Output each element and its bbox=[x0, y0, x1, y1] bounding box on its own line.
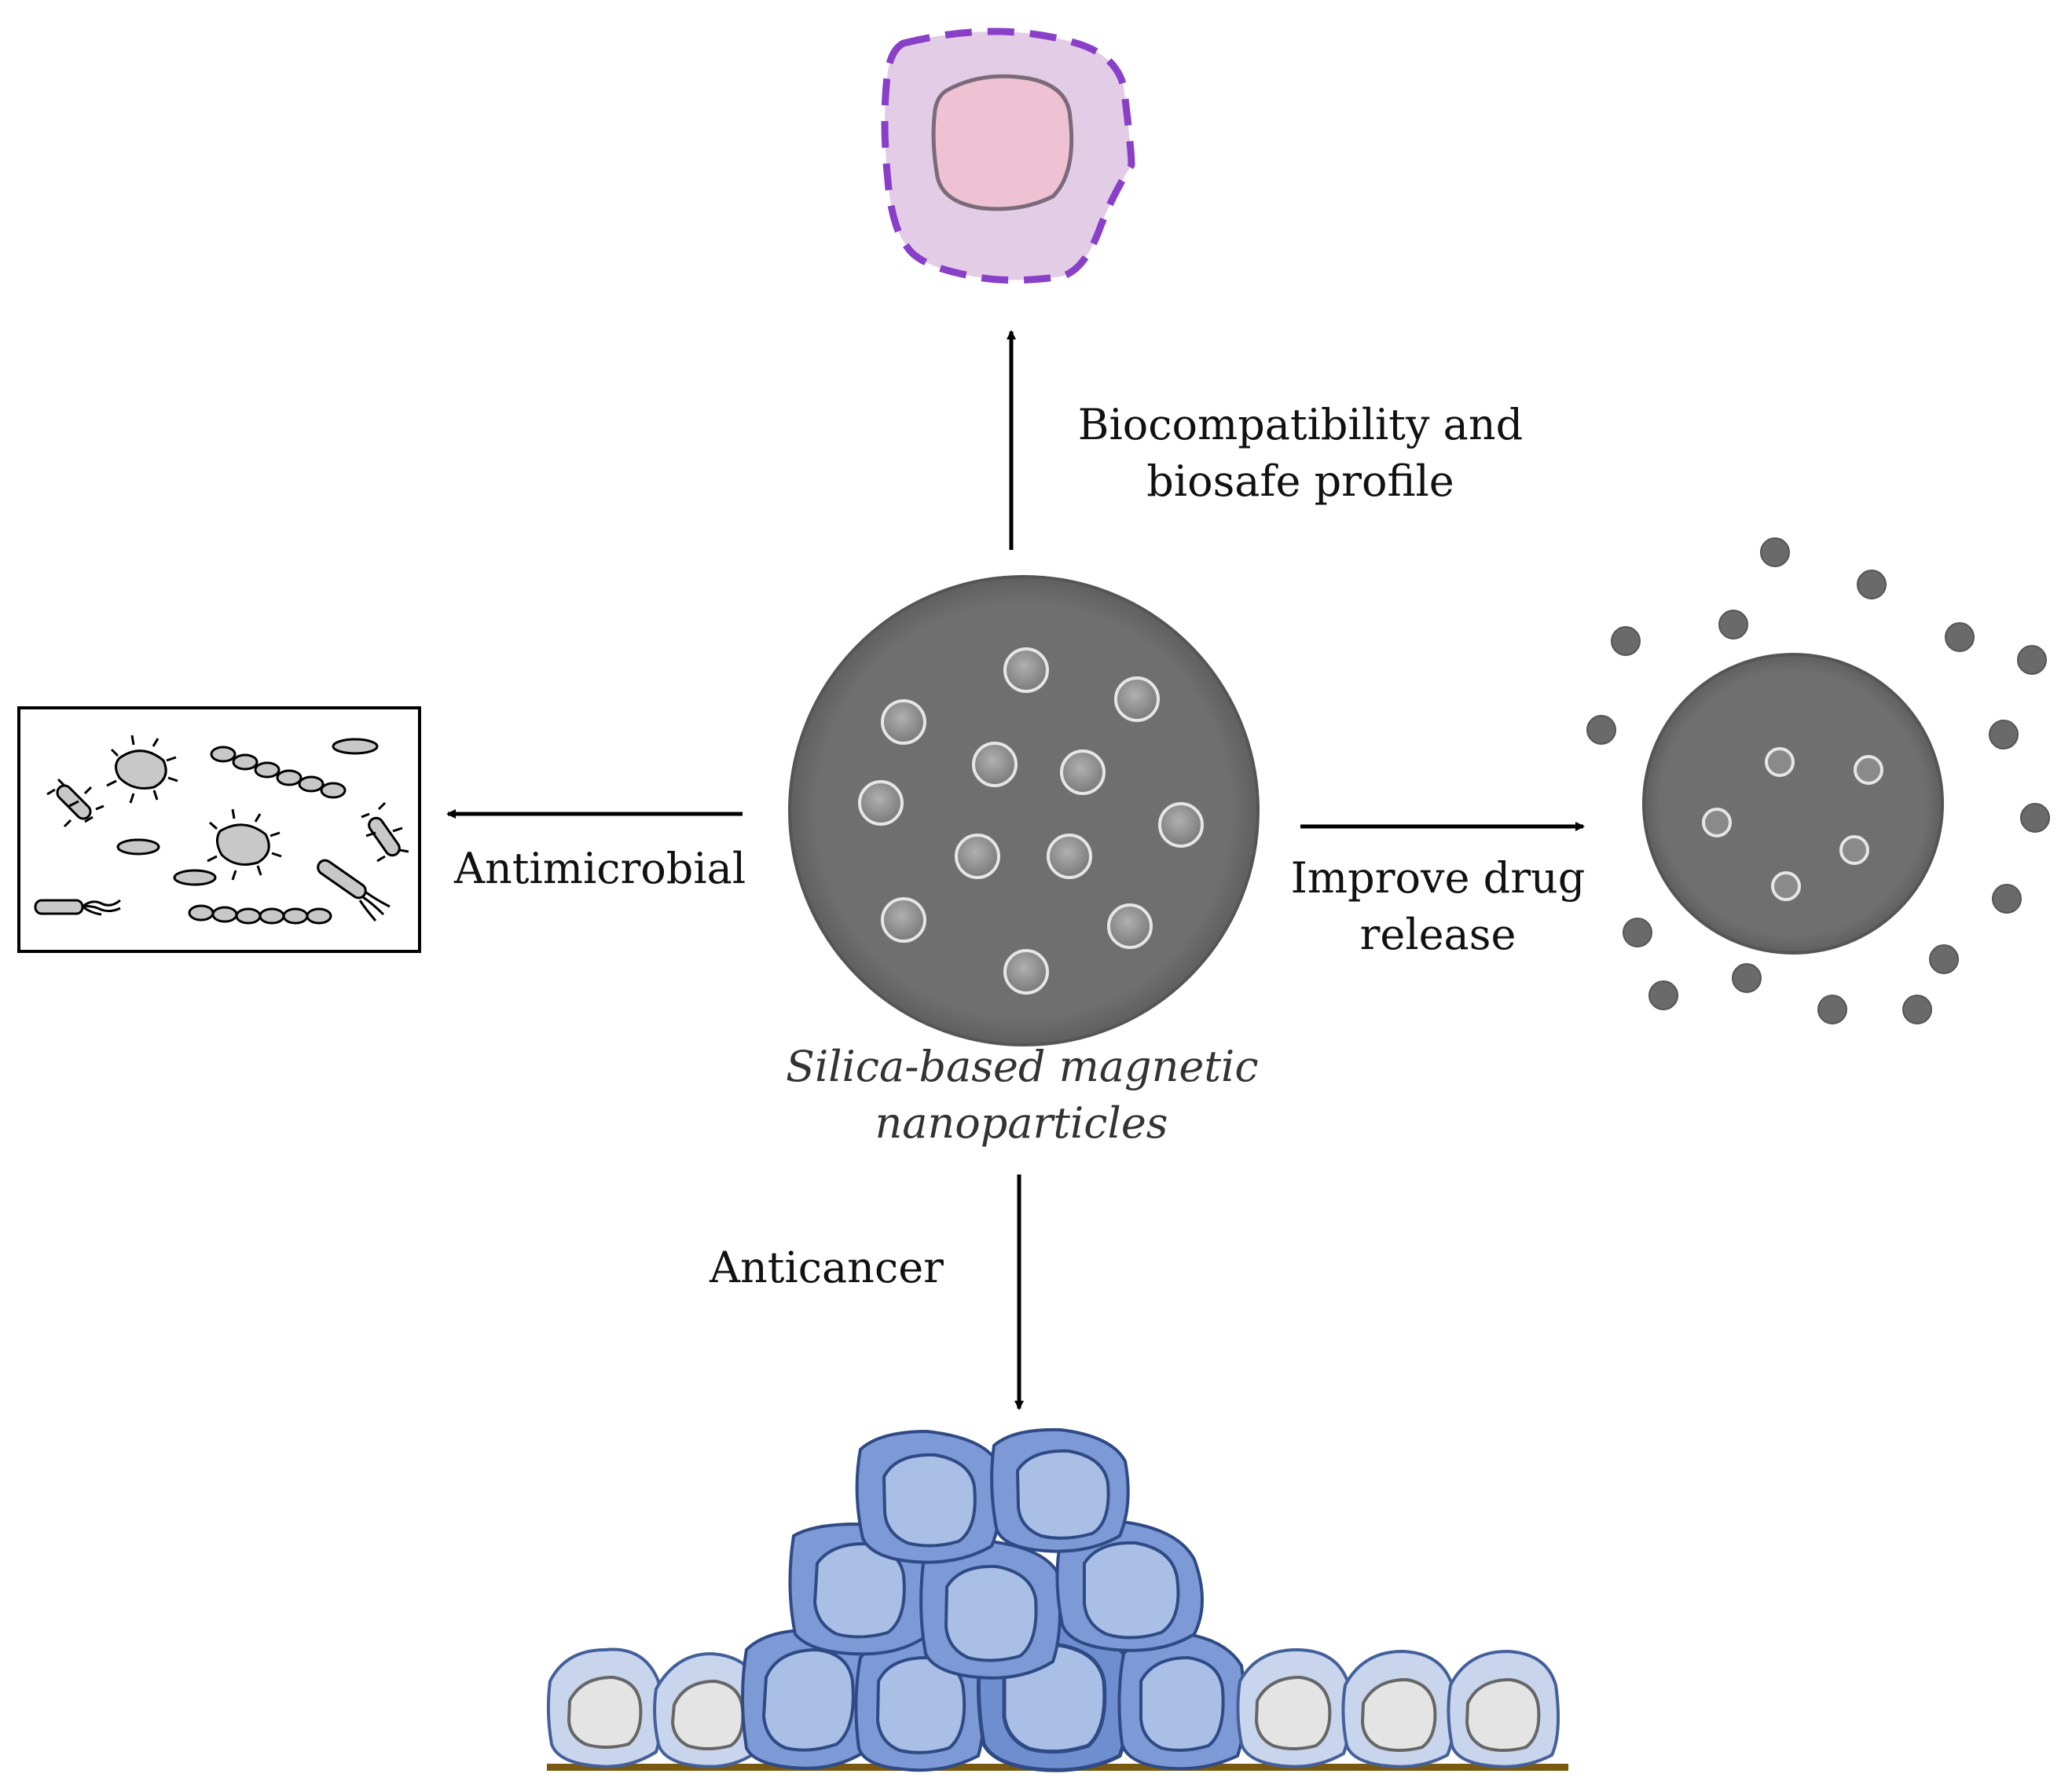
cancer-cell bbox=[741, 1628, 871, 1770]
cell-layer bbox=[546, 1427, 1568, 1772]
drug-molecule bbox=[1857, 570, 1887, 599]
drug-molecule bbox=[1929, 944, 1959, 974]
rod-microbe-icon bbox=[332, 738, 379, 755]
cancer-cell bbox=[990, 1427, 1130, 1553]
healthy-cell-nucleus bbox=[931, 74, 1074, 211]
drug-release-nanoparticle bbox=[1586, 537, 2050, 1024]
label-silica-nanoparticles: Silica-based magnetic nanoparticles bbox=[786, 1039, 1259, 1152]
label-anticancer: Anticancer bbox=[710, 1243, 944, 1292]
cancer-cell bbox=[919, 1539, 1062, 1680]
label-biocompatibility-line1: Biocompatibility and bbox=[1077, 400, 1524, 449]
flagellated-microbe-icon bbox=[317, 859, 391, 922]
drug-molecule bbox=[1611, 626, 1641, 656]
normal-cell bbox=[546, 1647, 662, 1768]
pore bbox=[881, 699, 926, 745]
pore bbox=[1047, 834, 1092, 879]
label-improve-drug-line2: release bbox=[1359, 910, 1516, 959]
pore bbox=[881, 897, 926, 943]
pore bbox=[1003, 647, 1049, 693]
drug-molecule bbox=[1623, 918, 1652, 947]
drug-molecule bbox=[2017, 645, 2047, 675]
label-antimicrobial: Antimicrobial bbox=[454, 844, 746, 893]
pore bbox=[1060, 749, 1106, 795]
label-silica-line2: nanoparticles bbox=[875, 1098, 1168, 1148]
drug-molecule bbox=[1902, 995, 1932, 1024]
drug-molecule bbox=[1817, 995, 1847, 1024]
pore bbox=[1854, 755, 1883, 785]
drug-molecule bbox=[1945, 622, 1975, 652]
label-biocompatibility: Biocompatibility and biosafe profile bbox=[1065, 397, 1536, 510]
label-improve-drug-line1: Improve drug bbox=[1290, 853, 1586, 903]
pore bbox=[1765, 747, 1795, 777]
healthy-cell bbox=[881, 27, 1135, 284]
streptococci-chain-icon bbox=[210, 746, 347, 799]
pore bbox=[1107, 903, 1153, 949]
pore bbox=[1702, 808, 1732, 837]
pore bbox=[972, 742, 1018, 787]
cancer-cell bbox=[855, 1429, 1002, 1564]
microbes bbox=[34, 735, 409, 925]
cancer-cell bbox=[1055, 1520, 1204, 1652]
pore bbox=[955, 834, 1000, 879]
normal-cell bbox=[1236, 1647, 1351, 1768]
nanoparticle-pores bbox=[858, 647, 1204, 995]
drug-molecule bbox=[1718, 610, 1748, 639]
small-nanoparticle-body bbox=[1642, 653, 1944, 955]
spiky-microbe-icon bbox=[106, 735, 178, 804]
pore bbox=[1114, 676, 1160, 722]
drug-molecule bbox=[1989, 720, 2019, 749]
rod-microbe-icon bbox=[173, 869, 217, 886]
drug-molecule bbox=[1992, 884, 2022, 914]
spiky-microbe-icon bbox=[207, 808, 282, 881]
ciliated-microbe-icon bbox=[46, 778, 105, 828]
released-drug-molecules bbox=[1586, 537, 2050, 1024]
pore bbox=[1158, 802, 1204, 848]
rod-microbe-icon bbox=[116, 838, 160, 856]
microbes-panel bbox=[17, 706, 421, 953]
small-nanoparticle-pores bbox=[1702, 747, 1883, 901]
normal-cell bbox=[1447, 1649, 1560, 1768]
drug-molecule bbox=[1760, 537, 1790, 567]
drug-molecule bbox=[1732, 963, 1762, 993]
ciliated-microbe-icon bbox=[361, 801, 409, 863]
streptococci-chain-icon bbox=[188, 904, 332, 925]
label-biocompatibility-line2: biosafe profile bbox=[1146, 456, 1454, 506]
pore bbox=[1839, 835, 1869, 865]
cancer-cell bbox=[1117, 1632, 1246, 1771]
label-silica-line1: Silica-based magnetic bbox=[786, 1042, 1259, 1091]
normal-cell bbox=[1341, 1649, 1456, 1768]
flagellated-microbe-icon bbox=[34, 899, 121, 916]
pore bbox=[1003, 949, 1049, 995]
cancer-cell bbox=[788, 1522, 930, 1656]
drug-molecule bbox=[1648, 980, 1678, 1010]
central-nanoparticle bbox=[788, 575, 1260, 1046]
label-improve-drug-release: Improve drug release bbox=[1281, 850, 1595, 963]
pore bbox=[1771, 871, 1801, 901]
drug-molecule bbox=[1586, 715, 1616, 745]
drug-molecule bbox=[2020, 803, 2050, 833]
pore bbox=[858, 780, 904, 826]
